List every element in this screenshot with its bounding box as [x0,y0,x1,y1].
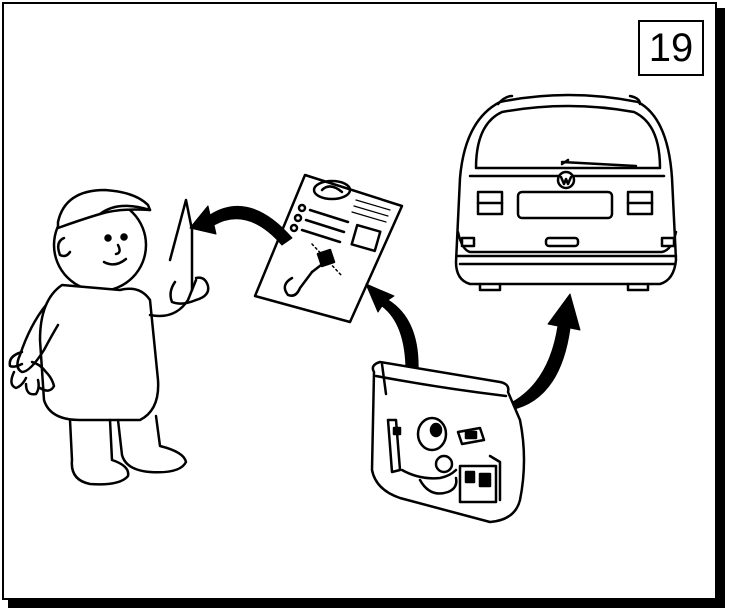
van-rear [456,95,676,290]
mechanic-figure [10,190,209,484]
step-number: 19 [649,26,694,71]
parts-bag [372,362,524,522]
step-number-badge: 19 [638,20,704,76]
